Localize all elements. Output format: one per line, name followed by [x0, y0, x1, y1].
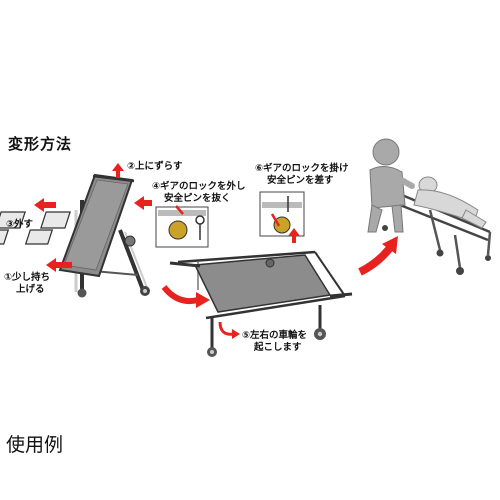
step-arrow-to-flat	[161, 285, 199, 305]
step-arrow-to-flat-head	[196, 292, 210, 308]
callout-4-arrow	[175, 205, 184, 215]
callout-6-detail	[259, 191, 305, 237]
usage-illustration	[367, 138, 492, 275]
stretcher-flat-illustration	[169, 250, 353, 357]
step4-label: ④ギアのロックを外し 安全ピンを抜く	[152, 181, 246, 204]
step2-label: ②上にずらす	[127, 161, 183, 172]
step1-label: ①少し持ち 上げる	[4, 272, 51, 295]
arrow-to-usage-head	[382, 236, 398, 254]
arrow-to-usage	[358, 242, 396, 276]
step5-curl-arrow-head	[232, 329, 240, 339]
step1-lift-arrow	[46, 258, 72, 272]
page-title: 変形方法	[8, 135, 73, 153]
step5-curl-arrow	[218, 321, 235, 336]
board-standing-illustration	[0, 173, 150, 298]
callout-6-arrow	[270, 213, 281, 227]
step5-label: ⑤左右の車輪を 起こします	[242, 330, 308, 353]
step4-left-arrow	[134, 196, 152, 210]
step2-up-arrow	[112, 163, 124, 178]
step3-label: ③外す	[6, 219, 34, 230]
step6-down-arrow	[288, 228, 300, 243]
step6-label: ⑥ギアのロックを掛け 安全ピンを差す	[255, 163, 349, 186]
usage-example-heading: 使用例	[6, 434, 64, 456]
step3-left-arrow	[34, 198, 56, 212]
callout-4-detail	[155, 205, 209, 248]
